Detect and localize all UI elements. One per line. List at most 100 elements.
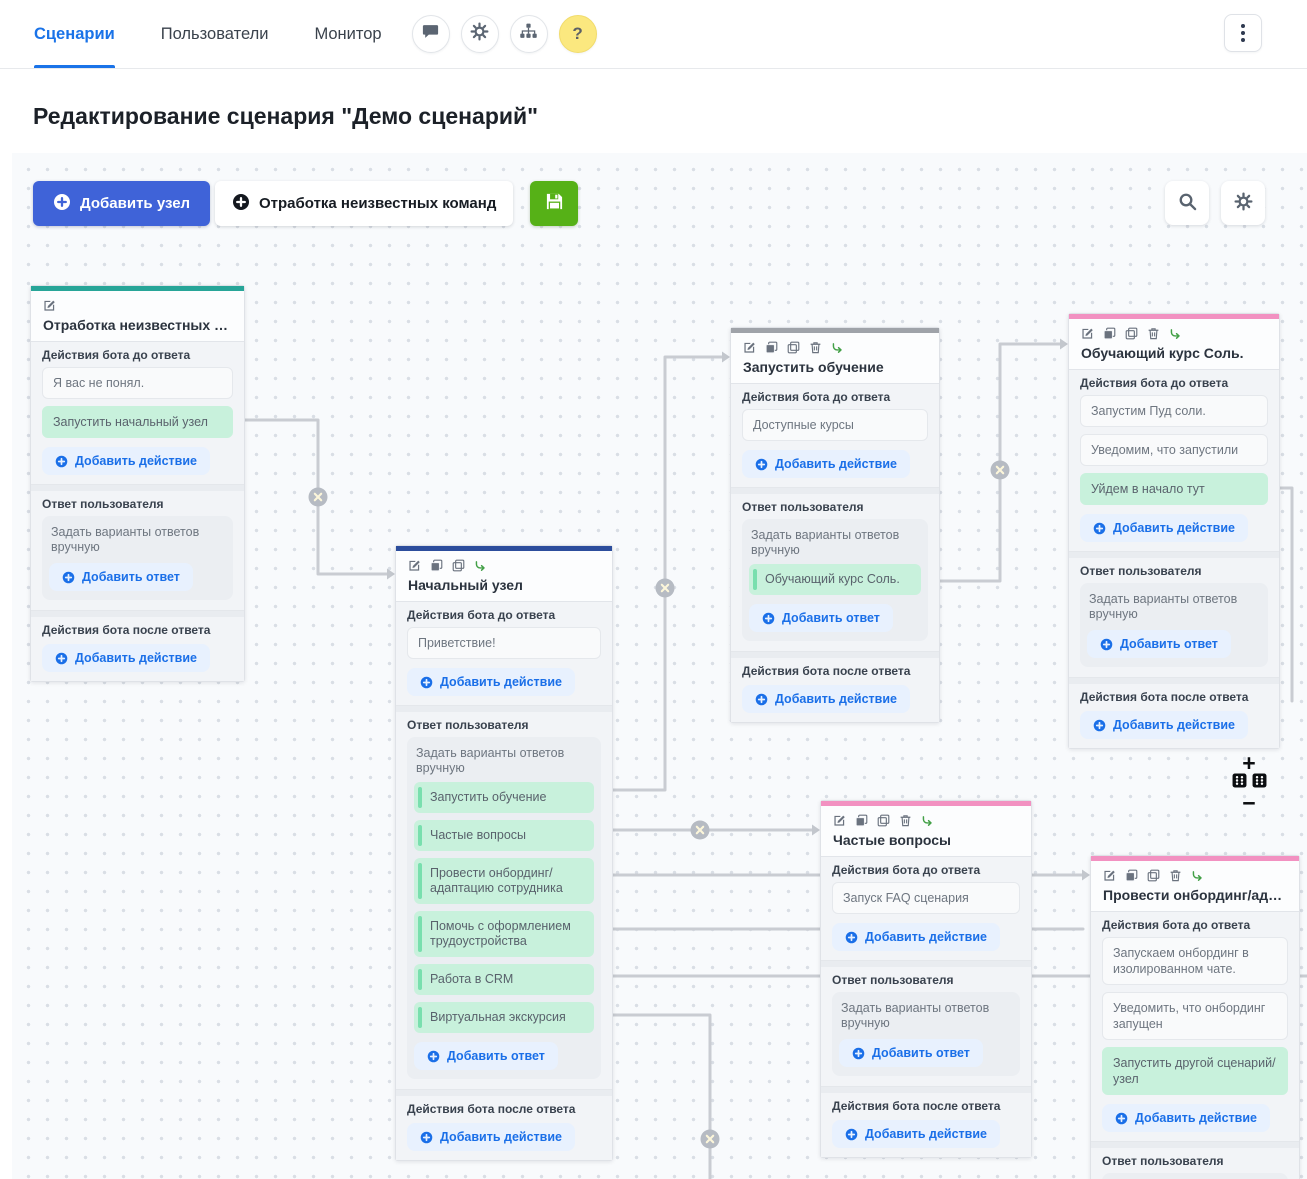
scenario-canvas[interactable]: Добавить узел Отработка неизвестных кома… [12,153,1307,1179]
node-start-node[interactable]: Начальный узелДействия бота до ответаПри… [395,545,613,1161]
trash-icon[interactable] [1147,327,1160,340]
settings-button[interactable] [461,15,499,53]
tab-users[interactable]: Пользователи [161,0,269,68]
delete-connection-button[interactable] [656,579,675,598]
add-node-button[interactable]: Добавить узел [33,181,210,226]
trash-icon[interactable] [1169,869,1182,882]
trash-icon[interactable] [899,814,912,827]
more-options-button[interactable] [1224,14,1262,52]
answer-option[interactable]: Помочь с оформлением трудоустройства [414,911,594,957]
branch-arrow-icon[interactable] [831,341,844,354]
duplicate-icon[interactable] [855,814,868,827]
add-action-button[interactable]: Добавить действие [742,450,910,478]
connection-wire[interactable] [920,344,1061,581]
duplicate-icon[interactable] [430,559,443,572]
add-action-button[interactable]: Добавить действие [42,644,210,672]
delete-connection-button[interactable] [309,488,328,507]
add-action-button[interactable]: Добавить действие [1080,711,1248,739]
tab-scenarios[interactable]: Сценарии [34,0,115,68]
copy-icon[interactable] [452,559,465,572]
add-action-button[interactable]: Добавить действие [832,1120,1000,1148]
bot-action-item[interactable]: Я вас не понял. [42,367,233,399]
duplicate-icon[interactable] [765,341,778,354]
branch-arrow-icon[interactable] [474,559,487,572]
node-onboarding[interactable]: Провести онбординг/адапта...Действия бот… [1090,855,1300,1179]
bot-action-item[interactable]: Запустить начальный узел [42,406,233,438]
edit-icon[interactable] [1103,869,1116,882]
answers-card: Задать варианты ответов вручнуюДобавить … [1102,1173,1288,1179]
structure-button[interactable] [510,15,548,53]
help-button[interactable]: ? [559,15,597,53]
node-start-training[interactable]: Запустить обучениеДействия бота до ответ… [730,327,940,723]
section-label: Ответ пользователя [832,974,1020,987]
copy-icon[interactable] [877,814,890,827]
add-action-button[interactable]: Добавить действие [1102,1104,1270,1132]
edit-icon[interactable] [1081,327,1094,340]
gear-icon [470,22,489,46]
copy-icon[interactable] [1125,327,1138,340]
answer-option[interactable]: Частые вопросы [414,820,594,851]
answer-option[interactable]: Обучающий курс Соль. [749,564,921,595]
edit-icon[interactable] [408,559,421,572]
add-action-button[interactable]: Добавить действие [407,668,575,696]
answers-card: Задать варианты ответов вручнуюДобавить … [42,516,233,600]
add-action-button[interactable]: Добавить действие [1080,514,1248,542]
tab-monitor[interactable]: Монитор [314,0,381,68]
add-action-button[interactable]: Добавить действие [832,923,1000,951]
answer-option[interactable]: Провести онбординг/ адаптацию сотрудника [414,858,594,904]
branch-arrow-icon[interactable] [1169,327,1182,340]
bot-action-item[interactable]: Запускаем онбординг в изолированном чате… [1102,937,1288,985]
chat-button[interactable] [412,15,450,53]
section-label: Действия бота после ответа [742,665,928,678]
bot-action-item[interactable]: Доступные курсы [742,409,928,441]
section-actions-before: Действия бота до ответаПриветствие!Добав… [396,602,612,706]
add-action-button[interactable]: Добавить действие [407,1123,575,1151]
bot-action-item[interactable]: Приветствие! [407,627,601,659]
answer-option[interactable]: Виртуальная экскурсия [414,1002,594,1033]
add-answer-button[interactable]: Добавить ответ [839,1039,983,1067]
chat-icon [421,22,440,46]
duplicate-icon[interactable] [1125,869,1138,882]
unknown-commands-button[interactable]: Отработка неизвестных команд [215,181,513,226]
canvas-settings-button[interactable] [1221,181,1265,225]
zoom-in-button[interactable]: + [1242,754,1255,772]
edit-icon[interactable] [833,814,846,827]
node-faq[interactable]: Частые вопросыДействия бота до ответаЗап… [820,800,1032,1158]
bot-action-item[interactable]: Уйдем в начало тут [1080,473,1268,505]
edit-icon[interactable] [43,299,56,312]
add-answer-button[interactable]: Добавить ответ [414,1042,558,1070]
bot-action-item[interactable]: Запуск FAQ сценария [832,882,1020,914]
answer-option[interactable]: Работа в CRM [414,964,594,995]
plus-circle-icon [852,1047,865,1060]
plus-circle-icon [762,612,775,625]
branch-arrow-icon[interactable] [1191,869,1204,882]
node-unknown-commands[interactable]: Отработка неизвестных командДействия бот… [30,285,245,682]
kebab-icon [1241,24,1245,28]
bot-action-item[interactable]: Запустить другой сценарий/узел [1102,1047,1288,1095]
copy-icon[interactable] [1147,869,1160,882]
section-user-answer: Ответ пользователяЗадать варианты ответо… [396,712,612,1090]
delete-connection-button[interactable] [701,1130,720,1149]
branch-arrow-icon[interactable] [921,814,934,827]
bot-action-item[interactable]: Уведомить, что онбординг запущен [1102,992,1288,1040]
answer-option[interactable]: Запустить обучение [414,782,594,813]
add-action-button[interactable]: Добавить действие [42,447,210,475]
zoom-out-button[interactable]: − [1242,794,1255,812]
trash-icon[interactable] [809,341,822,354]
add-answer-button[interactable]: Добавить ответ [749,604,893,632]
canvas-search-button[interactable] [1165,181,1209,225]
duplicate-icon[interactable] [1103,327,1116,340]
add-answer-button[interactable]: Добавить ответ [49,563,193,591]
bot-action-item[interactable]: Уведомим, что запустили [1080,434,1268,466]
delete-connection-button[interactable] [691,821,710,840]
node-course-sol[interactable]: Обучающий курс Соль.Действия бота до отв… [1068,313,1280,749]
copy-icon[interactable] [787,341,800,354]
add-action-button[interactable]: Добавить действие [742,685,910,713]
edit-icon[interactable] [743,341,756,354]
save-button[interactable] [530,181,578,226]
node-header: Частые вопросы [821,806,1031,857]
bot-action-item[interactable]: Запустим Пуд соли. [1080,395,1268,427]
plus-circle-icon [755,458,768,471]
add-answer-button[interactable]: Добавить ответ [1087,630,1231,658]
delete-connection-button[interactable] [991,461,1010,480]
